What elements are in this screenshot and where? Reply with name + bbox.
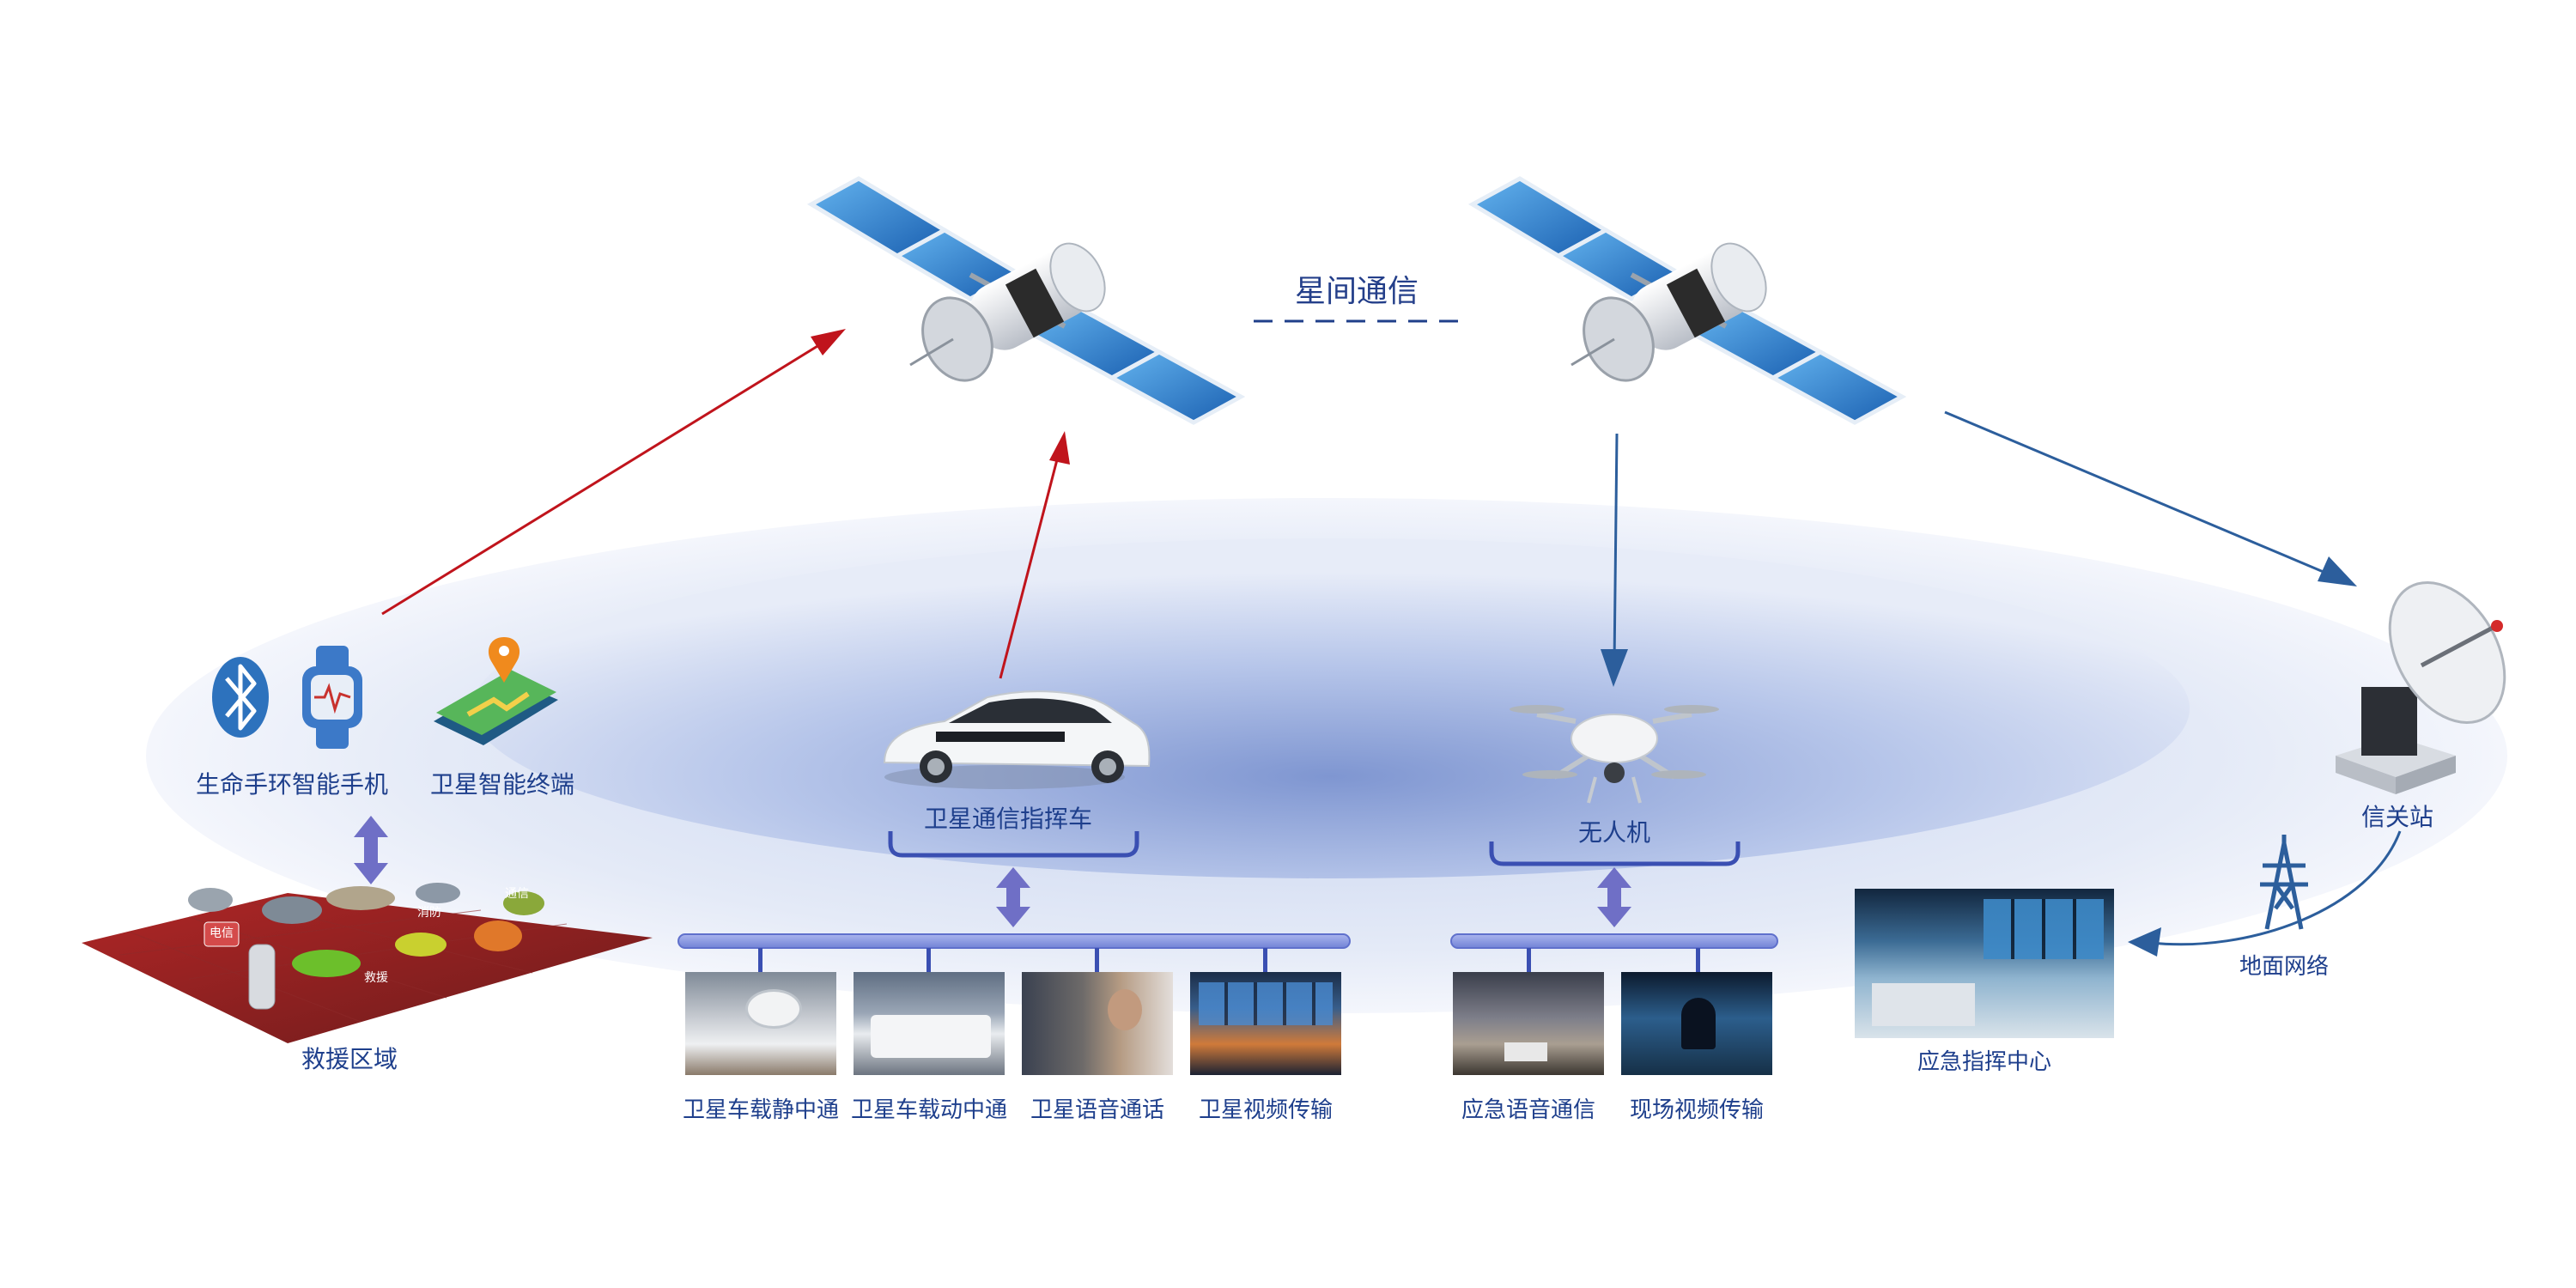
photo-command-center [1855, 889, 2114, 1038]
drone-icon [1510, 705, 1719, 804]
photo-video-transmission [1190, 972, 1341, 1075]
inter-satellite-title: 星间通信 [1294, 274, 1419, 309]
satellite-left [806, 176, 1246, 425]
label-service-emergency-voice: 应急语音通信 [1461, 1097, 1596, 1123]
photo-emergency-voice [1453, 972, 1604, 1075]
label-command-vehicle: 卫星通信指挥车 [923, 805, 1093, 833]
uplink-arrow-vehicle [999, 431, 1070, 679]
double-arrow-drone [1597, 867, 1631, 927]
photo-vehicle-moving [854, 972, 1005, 1075]
bus-vehicle [677, 933, 1351, 972]
satellite-right [1467, 176, 1907, 425]
label-rescue-area: 救援区域 [301, 1045, 398, 1073]
label-emergency-center: 应急指挥中心 [1917, 1049, 2052, 1075]
bus-drone [1450, 933, 1778, 972]
label-service-video: 卫星视频传输 [1198, 1097, 1334, 1123]
bracket-vehicle [888, 831, 1139, 858]
label-ground-network: 地面网络 [2239, 954, 2330, 980]
car-icon [883, 690, 1151, 789]
photo-field-video [1621, 972, 1772, 1075]
label-life-bracelet-phone: 生命手环智能手机 [195, 770, 389, 799]
label-drone: 无人机 [1577, 818, 1651, 847]
bracket-drone [1489, 841, 1741, 866]
inner-ellipse [472, 538, 2190, 878]
photo-voice-call [1022, 972, 1173, 1075]
label-service-field-video: 现场视频传输 [1629, 1097, 1765, 1123]
label-service-vehicle-moving: 卫星车载动中通 [850, 1097, 1008, 1123]
rescue-tag-comm: 通信 [505, 887, 529, 901]
downlink-arrow-gateway [1944, 410, 2357, 586]
label-service-vehicle-static: 卫星车载静中通 [682, 1097, 840, 1123]
map-pin-icon [434, 637, 558, 745]
double-arrow-vehicle [996, 867, 1030, 927]
tower-icon [2260, 835, 2308, 930]
label-service-voice-call: 卫星语音通话 [1030, 1097, 1165, 1123]
dish-icon [909, 296, 993, 382]
downlink-arrow-drone [1601, 433, 1628, 687]
photo-vehicle-static [685, 972, 836, 1075]
satellite-body [969, 242, 1106, 350]
label-satellite-terminal: 卫星智能终端 [429, 770, 575, 799]
label-gateway-station: 信关站 [2360, 803, 2434, 831]
gateway-dish-icon [2336, 580, 2506, 794]
rescue-tag-telecom: 电信 [210, 927, 234, 940]
uplink-arrow-terminal [381, 329, 846, 616]
double-arrow-rescue [354, 816, 388, 884]
rescue-tag-rescue: 救援 [364, 971, 388, 985]
rescue-tag-fire: 消防 [417, 906, 441, 920]
bluetooth-icon [212, 657, 269, 738]
smartwatch-icon [302, 646, 362, 749]
rescue-area [82, 883, 653, 1043]
